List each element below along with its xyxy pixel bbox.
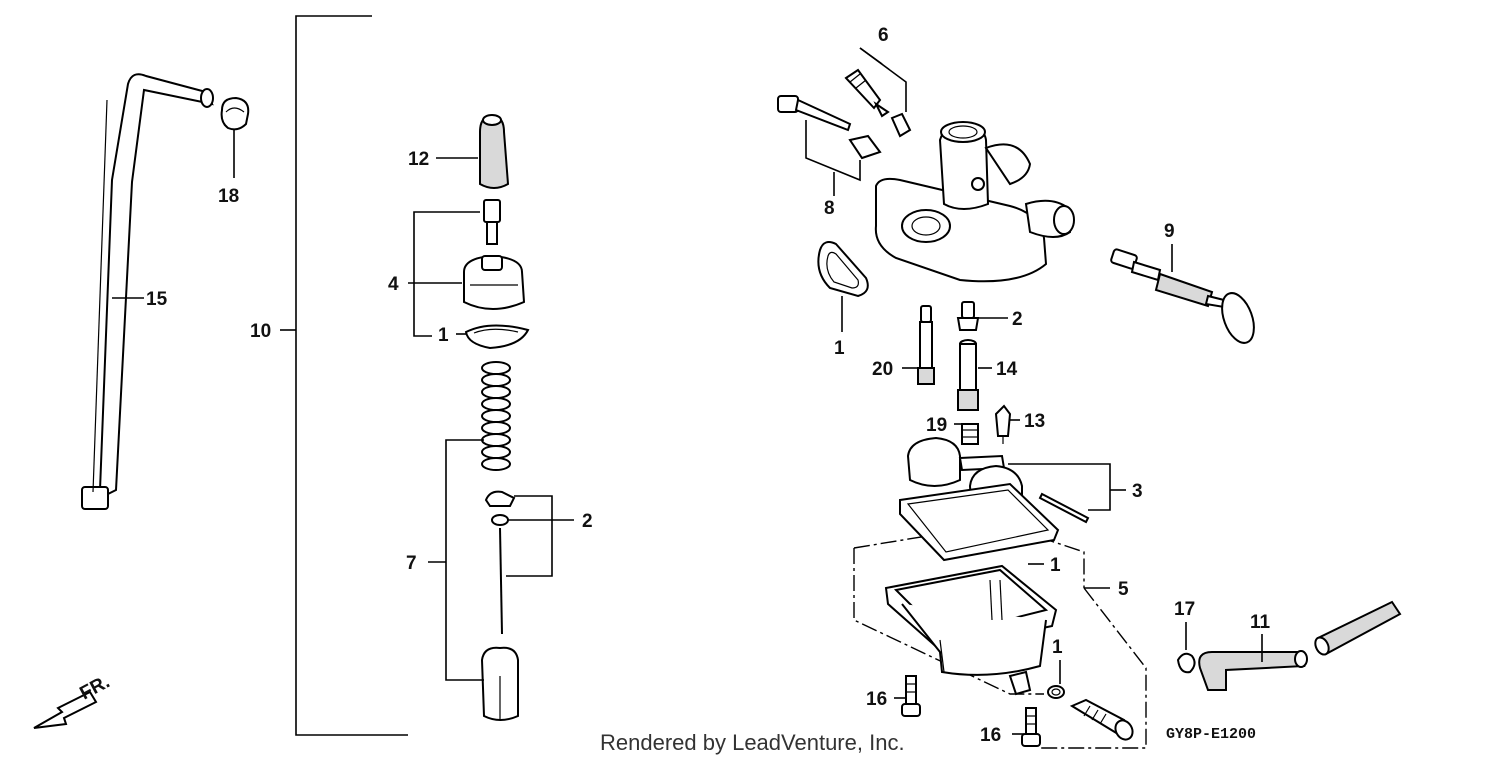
callout-1-top: 1 — [438, 325, 449, 346]
part-4-top-cap[interactable] — [463, 199, 526, 310]
part-13-float-valve[interactable] — [994, 404, 1012, 444]
credit-text: Rendered by LeadVenture, Inc. — [600, 730, 905, 755]
callout-10: 10 — [250, 321, 271, 342]
part-14-needle-jet[interactable] — [957, 339, 979, 411]
callout-5: 5 — [1118, 579, 1129, 600]
part-10-bracket — [280, 15, 408, 736]
callout-2-left: 2 — [582, 511, 593, 532]
callout-1-mid: 1 — [834, 338, 845, 359]
callout-2-right: 2 — [1012, 309, 1023, 330]
callout-15: 15 — [146, 289, 168, 310]
part-19-main-jet[interactable] — [961, 423, 979, 445]
part-6-air-screw[interactable] — [844, 68, 912, 138]
part-7-throttle-valve-set[interactable] — [480, 361, 519, 721]
callout-1-chamber: 1 — [1050, 555, 1061, 576]
spring — [481, 361, 511, 471]
part-5-float-chamber[interactable] — [853, 482, 1147, 749]
part-1-cap-gasket[interactable] — [464, 324, 530, 350]
callout-16-left: 16 — [866, 689, 887, 710]
drain-screw[interactable] — [1069, 698, 1136, 743]
callout-7: 7 — [406, 553, 417, 574]
callout-17: 17 — [1174, 599, 1195, 620]
callout-6: 6 — [878, 25, 889, 46]
diagram-code: GY8P-E1200 — [1166, 726, 1256, 743]
part-17-clip[interactable] — [1176, 652, 1196, 674]
callout-1-bottom: 1 — [1052, 637, 1063, 658]
callout-9: 9 — [1164, 221, 1175, 242]
callout-20: 20 — [872, 359, 893, 380]
callout-18: 18 — [218, 186, 239, 207]
part-20-slow-jet[interactable] — [917, 305, 935, 385]
callout-13: 13 — [1024, 411, 1045, 432]
part-2-jet-holder[interactable] — [956, 301, 980, 331]
callout-14: 14 — [996, 359, 1018, 380]
part-16-screw-left[interactable] — [901, 675, 921, 717]
callout-16-right: 16 — [980, 725, 1001, 746]
part-8-throttle-stop-screw[interactable] — [777, 95, 882, 160]
callout-3: 3 — [1132, 481, 1143, 502]
carburetor-body[interactable] — [874, 121, 1075, 283]
part-9-choke-plunger[interactable] — [1110, 248, 1260, 348]
callout-12: 12 — [408, 149, 429, 170]
part-15-fuel-tube[interactable] — [81, 73, 214, 510]
part-1-oring[interactable] — [817, 241, 869, 298]
part-1-drain-oring[interactable] — [1047, 685, 1065, 699]
part-16-screw-right[interactable] — [1021, 707, 1041, 747]
part-18-clip[interactable] — [220, 96, 250, 131]
callout-11: 11 — [1250, 612, 1271, 633]
part-12-cap-boot[interactable] — [479, 114, 510, 189]
part-11-hose[interactable] — [1198, 600, 1402, 691]
callout-19: 19 — [926, 415, 947, 436]
front-arrow-icon — [33, 690, 98, 729]
callout-8: 8 — [824, 198, 835, 219]
callout-4: 4 — [388, 274, 399, 295]
